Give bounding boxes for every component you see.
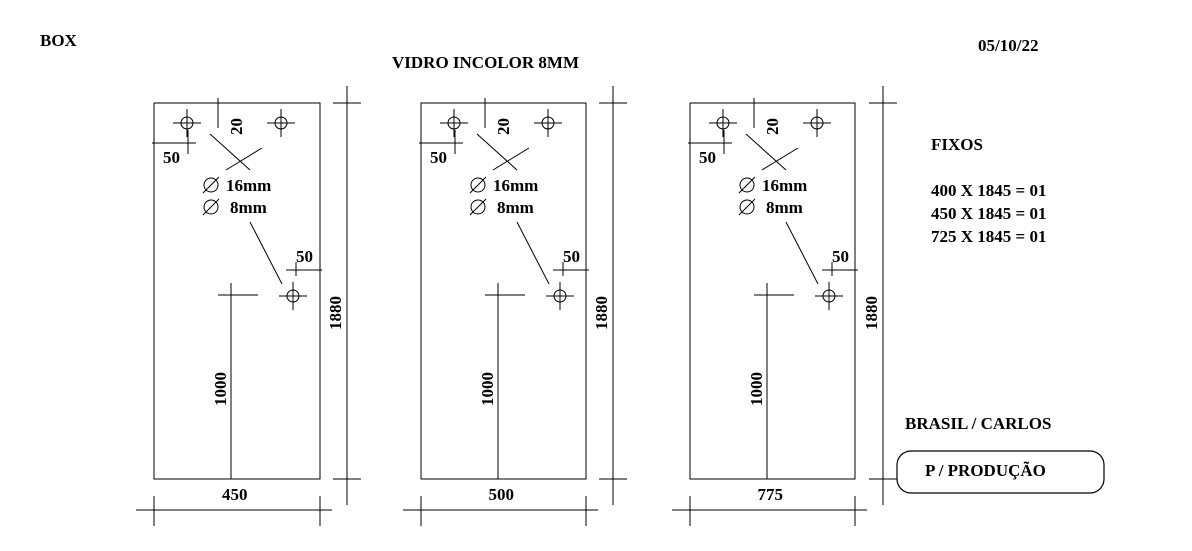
hinge-hole-left (173, 109, 201, 137)
hole-height-label: 1000 (747, 372, 766, 406)
production-stamp-box (896, 450, 1105, 494)
side-offset-label: 50 (163, 148, 180, 167)
side-offset-label: 50 (430, 148, 447, 167)
hole-small-diameter: 8mm (230, 198, 267, 217)
top-offset-label: 20 (763, 118, 782, 135)
hole-small-diameter: 8mm (497, 198, 534, 217)
hinge-hole-left (440, 109, 468, 137)
client-label: BRASIL / CARLOS (905, 414, 1051, 433)
header-date: 05/10/22 (978, 36, 1038, 55)
diameter-icon-large (469, 176, 487, 194)
fixos-title: FIXOS (931, 135, 983, 154)
lock-hole (815, 282, 843, 310)
hole-large-diameter: 16mm (762, 176, 807, 195)
header-glass-spec: VIDRO INCOLOR 8MM (392, 53, 579, 72)
height-dim-label: 1880 (326, 296, 345, 330)
hole-offset-label: 50 (563, 247, 580, 266)
hole-large-diameter: 16mm (226, 176, 271, 195)
leader-line-a (476, 133, 518, 171)
leader-line-lock (516, 221, 550, 285)
hole-large-diameter: 16mm (493, 176, 538, 195)
lock-hole (546, 282, 574, 310)
hole-height-label: 1000 (478, 372, 497, 406)
hinge-hole-right (534, 109, 562, 137)
diameter-icon-small (202, 198, 220, 216)
diameter-icon-small (469, 198, 487, 216)
leader-line-b (761, 147, 799, 171)
side-offset-label: 50 (699, 148, 716, 167)
glass-outline (420, 102, 587, 480)
lock-hole (279, 282, 307, 310)
diameter-icon-large (738, 176, 756, 194)
glass-panel-2: 20 50 16mm 8mm 50 1000 1880 500 (403, 86, 627, 526)
height-dim-label: 1880 (592, 296, 611, 330)
header-box-label: BOX (40, 31, 78, 50)
glass-outline (153, 102, 321, 480)
hole-small-diameter: 8mm (766, 198, 803, 217)
glass-panel-1: 20 50 16mm 8mm 50 1000 1880 450 (136, 86, 361, 526)
hole-height-label: 1000 (211, 372, 230, 406)
diameter-icon-large (202, 176, 220, 194)
fixos-item-3: 725 X 1845 = 01 (931, 227, 1046, 246)
width-dim-label: 500 (489, 485, 515, 504)
hole-offset-label: 50 (296, 247, 313, 266)
diameter-icon-small (738, 198, 756, 216)
production-stamp-text: P / PRODUÇÃO (925, 461, 1046, 480)
leader-line-a (209, 133, 251, 171)
glass-outline (689, 102, 856, 480)
top-offset-label: 20 (494, 118, 513, 135)
hinge-hole-left (709, 109, 737, 137)
fixos-item-2: 450 X 1845 = 01 (931, 204, 1046, 223)
hinge-hole-right (803, 109, 831, 137)
leader-line-lock (785, 221, 819, 285)
leader-line-lock (249, 221, 283, 285)
glass-panel-3: 20 50 16mm 8mm 50 1000 1880 775 (672, 86, 897, 526)
width-dim-label: 775 (758, 485, 784, 504)
leader-line-b (225, 147, 263, 171)
height-dim-label: 1880 (862, 296, 881, 330)
top-offset-label: 20 (227, 118, 246, 135)
width-dim-label: 450 (222, 485, 248, 504)
leader-line-b (492, 147, 530, 171)
fixos-item-1: 400 X 1845 = 01 (931, 181, 1046, 200)
hinge-hole-right (267, 109, 295, 137)
hole-offset-label: 50 (832, 247, 849, 266)
leader-line-a (745, 133, 787, 171)
